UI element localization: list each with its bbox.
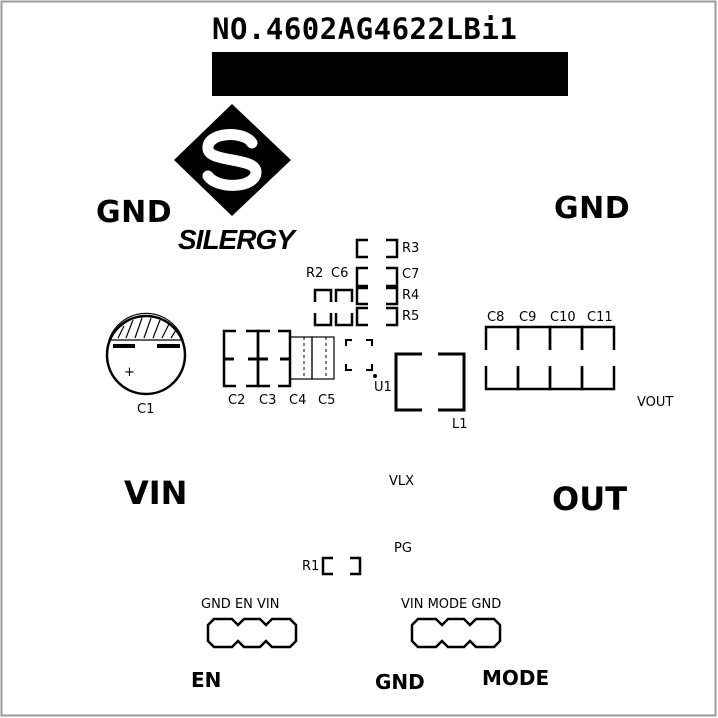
label-c11: C11 (587, 310, 613, 325)
capacitor-c3 (256, 329, 292, 388)
resistor-r3 (355, 238, 399, 259)
label-c7: C7 (402, 267, 420, 282)
label-r3: R3 (402, 241, 420, 256)
label-l1: L1 (452, 417, 468, 432)
capacitor-c2 (222, 329, 260, 388)
label-r2: R2 (306, 266, 324, 281)
resistor-r2 (313, 288, 333, 327)
brand-logo-text: SILERGY (178, 224, 295, 255)
header-right-pins: VIN MODE GND (401, 597, 502, 612)
net-vout: VOUT (637, 395, 674, 410)
capacitor-c6 (334, 288, 354, 327)
label-r5: R5 (402, 309, 420, 324)
label-r1: R1 (302, 559, 320, 574)
label-c10: C10 (550, 310, 576, 325)
label-r4: R4 (402, 288, 420, 303)
part-number: NO.4602AG4622LBi1 (212, 12, 518, 46)
capacitor-c5 (311, 336, 335, 380)
capacitor-c7 (355, 266, 399, 288)
label-c1: C1 (137, 402, 155, 417)
terminal-gnd-right: GND (554, 191, 631, 226)
header-left-pins: GND EN VIN (201, 597, 280, 612)
terminal-en: EN (191, 668, 222, 692)
terminal-vin: VIN (124, 474, 188, 512)
label-u1: U1 (374, 380, 392, 395)
capacitor-c4 (289, 336, 313, 380)
terminal-gnd-bottom: GND (375, 670, 425, 694)
terminal-mode: MODE (482, 666, 550, 690)
label-c2: C2 (228, 393, 246, 408)
label-c3: C3 (259, 393, 277, 408)
capacitor-c8 (484, 325, 520, 391)
header-left (206, 617, 298, 649)
serial-bar (212, 52, 568, 96)
label-c9: C9 (519, 310, 537, 325)
resistor-r4 (355, 286, 399, 306)
capacitor-c9 (516, 325, 552, 391)
resistor-r5 (355, 306, 399, 327)
capacitor-c10 (548, 325, 584, 391)
label-c4: C4 (289, 393, 307, 408)
inductor-l1 (394, 352, 466, 412)
label-c8: C8 (487, 310, 505, 325)
terminal-gnd-left: GND (96, 195, 173, 230)
silergy-logo-icon (174, 104, 291, 216)
header-right (410, 617, 502, 649)
net-pg: PG (394, 541, 412, 556)
capacitor-c1 (105, 312, 187, 396)
resistor-r1 (321, 556, 362, 576)
ic-u1 (345, 339, 377, 378)
label-c6: C6 (331, 266, 349, 281)
terminal-out: OUT (552, 480, 628, 518)
label-c5: C5 (318, 393, 336, 408)
label-c1-polarity: + (124, 365, 135, 380)
net-vlx: VLX (389, 474, 415, 489)
capacitor-c11 (580, 325, 616, 391)
